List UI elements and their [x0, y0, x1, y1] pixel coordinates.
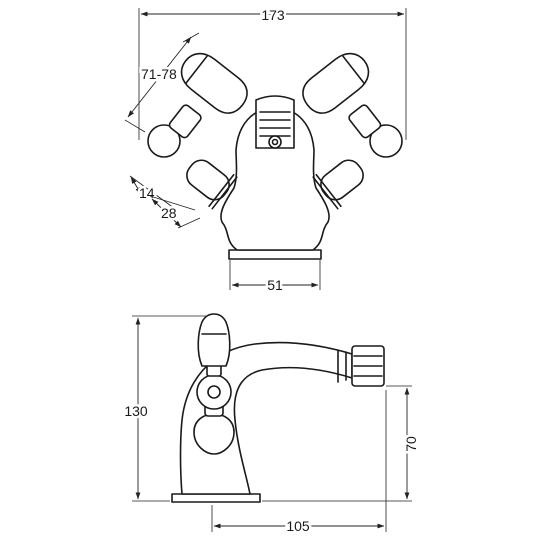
dimension-base-small: 14: [129, 175, 179, 212]
top-view-left-valve: [147, 52, 248, 210]
label-height: 130: [124, 403, 148, 419]
dimension-overall-width: 173: [138, 5, 407, 140]
label-base-medium: 28: [161, 205, 177, 221]
top-view-right-valve: [302, 52, 403, 210]
top-view-spout: [255, 95, 295, 149]
side-view-valve: [193, 313, 235, 455]
side-view: 130 70 105: [122, 313, 422, 537]
label-overall-width: 173: [261, 7, 285, 23]
dimension-base-width: 51: [229, 260, 321, 296]
label-spout-reach: 105: [286, 518, 310, 534]
dimension-handle-length: 71-78: [124, 32, 200, 133]
top-view: 173 71-78 14 28 51: [124, 5, 407, 296]
dimension-height: 130: [122, 315, 208, 502]
label-base-small: 14: [139, 185, 155, 201]
dimension-base-medium: 28: [149, 195, 201, 229]
side-view-base-plate: [171, 493, 261, 503]
label-handle-length: 71-78: [141, 66, 177, 82]
label-spout-height: 70: [403, 436, 419, 452]
dimension-spout-height: 70: [262, 385, 422, 502]
top-view-base-plate: [228, 249, 322, 260]
label-base-width: 51: [267, 277, 283, 293]
dimension-spout-reach: 105: [211, 390, 387, 537]
